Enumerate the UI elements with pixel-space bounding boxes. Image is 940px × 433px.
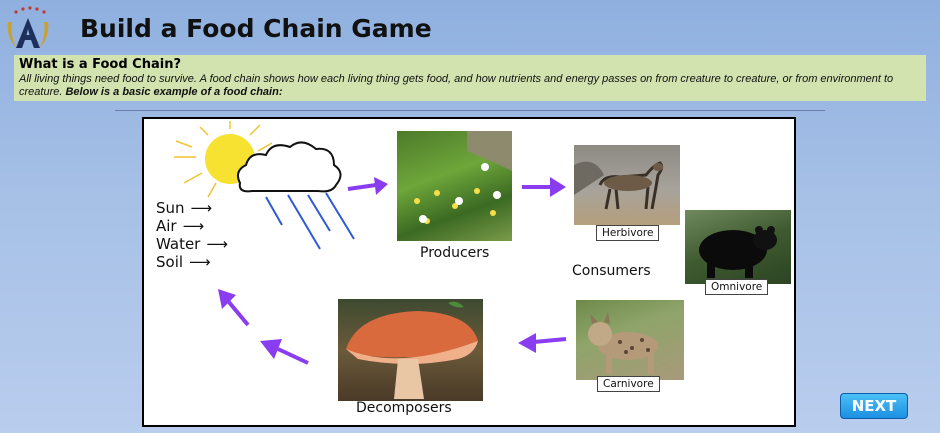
element-air: Air ⟶ xyxy=(156,217,228,235)
element-air-label: Air xyxy=(156,217,177,235)
arrow-right-icon: ⟶ xyxy=(190,199,213,217)
flow-arrow-icon xyxy=(218,289,250,327)
element-water-label: Water xyxy=(156,235,201,253)
herbivore-photo xyxy=(574,145,680,225)
flow-arrow-icon xyxy=(347,177,388,195)
element-water: Water ⟶ xyxy=(156,235,228,253)
info-heading: What is a Food Chain? xyxy=(19,57,181,72)
element-soil: Soil ⟶ xyxy=(156,253,228,271)
decomposers-label: Decomposers xyxy=(356,400,452,416)
info-body-text: All living things need food to survive. … xyxy=(19,73,894,98)
arrow-right-icon: ⟶ xyxy=(206,235,228,253)
omnivore-photo xyxy=(685,210,791,284)
consumers-label: Consumers xyxy=(572,263,651,279)
arrow-right-icon: ⟶ xyxy=(189,253,211,271)
info-box: What is a Food Chain? All living things … xyxy=(14,55,926,101)
next-button[interactable]: NEXT xyxy=(840,393,908,419)
omnivore-tag: Omnivore xyxy=(705,279,769,295)
carnivore-photo xyxy=(576,300,684,380)
divider xyxy=(115,110,825,111)
food-chain-diagram: Sun⟶ Air⟶ Water⟶ Soil⟶ Producers Herbivo… xyxy=(142,117,796,427)
element-soil-label: Soil xyxy=(156,253,184,271)
producers-label: Producers xyxy=(420,245,490,261)
page-title: Build a Food Chain Game xyxy=(80,14,432,43)
herbivore-tag: Herbivore xyxy=(596,225,660,241)
flow-arrow-icon xyxy=(260,339,309,365)
element-sun: Sun ⟶ xyxy=(156,199,228,217)
abiotic-list: Sun⟶ Air⟶ Water⟶ Soil⟶ xyxy=(156,199,228,271)
flow-arrow-icon xyxy=(522,177,566,197)
element-sun-label: Sun xyxy=(156,199,185,217)
arrow-right-icon: ⟶ xyxy=(182,217,205,235)
flow-arrow-icon xyxy=(518,333,567,353)
info-emphasis: Below is a basic example of a food chain… xyxy=(65,85,283,98)
decomposers-photo xyxy=(338,299,483,401)
sun-cloud-rain-illustration xyxy=(174,121,355,250)
info-body: All living things need food to survive. … xyxy=(19,73,921,98)
carnivore-tag: Carnivore xyxy=(597,376,660,392)
school-logo xyxy=(7,6,49,48)
producers-photo xyxy=(397,131,512,241)
